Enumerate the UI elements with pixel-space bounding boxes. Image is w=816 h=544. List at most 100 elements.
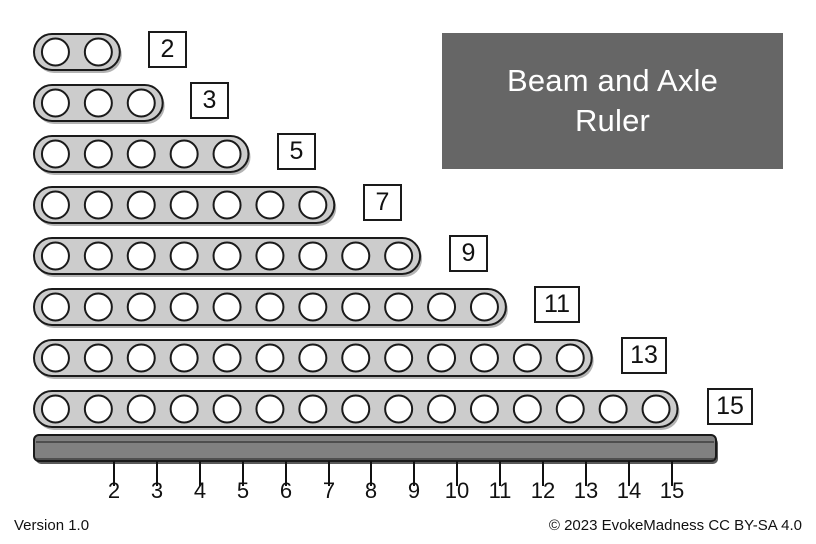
beam-hole bbox=[555, 394, 585, 424]
beam-hole bbox=[169, 292, 199, 322]
beam-hole bbox=[40, 343, 70, 373]
beam-length-badge-label: 3 bbox=[202, 86, 217, 114]
ruler-tick-label-3: 3 bbox=[150, 478, 164, 503]
beam-length-badge-label: 15 bbox=[716, 392, 744, 420]
beam-hole bbox=[40, 241, 70, 271]
ruler-tick-13 bbox=[585, 461, 587, 486]
ruler-tick-6 bbox=[285, 461, 287, 486]
beam-hole bbox=[169, 343, 199, 373]
beam-hole bbox=[169, 394, 199, 424]
beam-hole bbox=[212, 343, 242, 373]
ruler-tick-label-4: 4 bbox=[193, 478, 207, 503]
beam-hole bbox=[384, 394, 414, 424]
beam-9-holes bbox=[33, 237, 423, 277]
title-line-2: Ruler bbox=[574, 103, 651, 138]
beam-hole bbox=[40, 394, 70, 424]
beam-hole bbox=[40, 37, 70, 67]
ruler-tick-10 bbox=[456, 461, 458, 486]
beam-hole bbox=[298, 292, 328, 322]
beam-hole bbox=[83, 292, 113, 322]
beam-hole bbox=[83, 343, 113, 373]
ruler-tick-label-13: 13 bbox=[573, 478, 599, 503]
beam-3-holes bbox=[33, 84, 165, 124]
beam-hole bbox=[341, 292, 371, 322]
beam-hole bbox=[298, 190, 328, 220]
ruler-tick-label-5: 5 bbox=[236, 478, 250, 503]
beam-length-badge-3: 3 bbox=[190, 82, 229, 119]
ruler-tick-label-10: 10 bbox=[444, 478, 470, 503]
beam-hole bbox=[469, 343, 499, 373]
beam-length-badge-label: 11 bbox=[544, 290, 570, 318]
beam-hole bbox=[255, 190, 285, 220]
beam-hole bbox=[126, 139, 156, 169]
ruler-tick-7 bbox=[328, 461, 330, 486]
beam-hole bbox=[469, 292, 499, 322]
copyright-label: © 2023 EvokeMadness CC BY-SA 4.0 bbox=[548, 517, 802, 534]
beam-13-holes bbox=[33, 339, 594, 379]
beam-length-badge-label: 5 bbox=[289, 137, 304, 165]
beam-hole bbox=[298, 343, 328, 373]
ruler-tick-12 bbox=[542, 461, 544, 486]
beam-length-badge-2: 2 bbox=[148, 31, 187, 68]
beam-hole bbox=[83, 190, 113, 220]
beam-hole bbox=[255, 343, 285, 373]
ruler-tick-8 bbox=[370, 461, 372, 486]
beam-hole bbox=[384, 292, 414, 322]
beam-hole bbox=[126, 88, 156, 118]
beam-hole bbox=[126, 190, 156, 220]
beam-length-badge-label: 9 bbox=[461, 239, 476, 267]
beam-hole bbox=[83, 37, 113, 67]
beam-hole bbox=[555, 343, 585, 373]
beam-hole bbox=[598, 394, 628, 424]
beam-length-badge-9: 9 bbox=[449, 235, 488, 272]
ruler-tick-label-6: 6 bbox=[279, 478, 293, 503]
beam-hole bbox=[341, 343, 371, 373]
ruler-tick-label-9: 9 bbox=[407, 478, 421, 503]
axle-body bbox=[33, 434, 717, 462]
beam-hole bbox=[512, 343, 542, 373]
beam-hole bbox=[212, 139, 242, 169]
beam-hole bbox=[427, 292, 457, 322]
ruler-tick-3 bbox=[156, 461, 158, 486]
beam-hole bbox=[83, 139, 113, 169]
axle-bar bbox=[33, 434, 718, 464]
ruler-tick-2 bbox=[113, 461, 115, 486]
ruler-tick-4 bbox=[199, 461, 201, 486]
beam-hole bbox=[427, 394, 457, 424]
ruler-tick-label-14: 14 bbox=[616, 478, 642, 503]
beam-hole bbox=[469, 394, 499, 424]
ruler-tick-11 bbox=[499, 461, 501, 486]
ruler-tick-label-2: 2 bbox=[107, 478, 121, 503]
beam-7-holes bbox=[33, 186, 337, 226]
beam-hole bbox=[40, 292, 70, 322]
beam-hole bbox=[384, 343, 414, 373]
beam-hole bbox=[255, 241, 285, 271]
beam-hole bbox=[126, 394, 156, 424]
beam-hole bbox=[40, 190, 70, 220]
beam-hole bbox=[298, 394, 328, 424]
ruler-tick-label-8: 8 bbox=[364, 478, 378, 503]
beam-15-holes bbox=[33, 390, 680, 430]
beam-2-holes bbox=[33, 33, 122, 73]
beam-hole bbox=[212, 241, 242, 271]
beam-hole bbox=[40, 139, 70, 169]
beam-length-badge-label: 7 bbox=[375, 188, 390, 216]
beam-length-badge-5: 5 bbox=[277, 133, 316, 170]
beam-length-badge-11: 11 bbox=[534, 286, 580, 323]
beam-hole bbox=[298, 241, 328, 271]
ruler-tick-9 bbox=[413, 461, 415, 486]
beam-length-badge-15: 15 bbox=[707, 388, 753, 425]
beam-length-badge-7: 7 bbox=[363, 184, 402, 221]
title-card: Beam and Axle Ruler bbox=[442, 33, 783, 169]
beam-hole bbox=[126, 241, 156, 271]
ruler-tick-label-15: 15 bbox=[659, 478, 685, 503]
beam-length-badge-label: 13 bbox=[630, 341, 658, 369]
beam-length-badge-label: 2 bbox=[160, 35, 175, 63]
ruler-tick-label-11: 11 bbox=[488, 478, 512, 503]
beam-hole bbox=[83, 241, 113, 271]
beam-hole bbox=[384, 241, 414, 271]
beam-hole bbox=[641, 394, 671, 424]
version-label: Version 1.0 bbox=[14, 517, 90, 534]
ruler-tick-15 bbox=[671, 461, 673, 486]
beam-hole bbox=[341, 394, 371, 424]
